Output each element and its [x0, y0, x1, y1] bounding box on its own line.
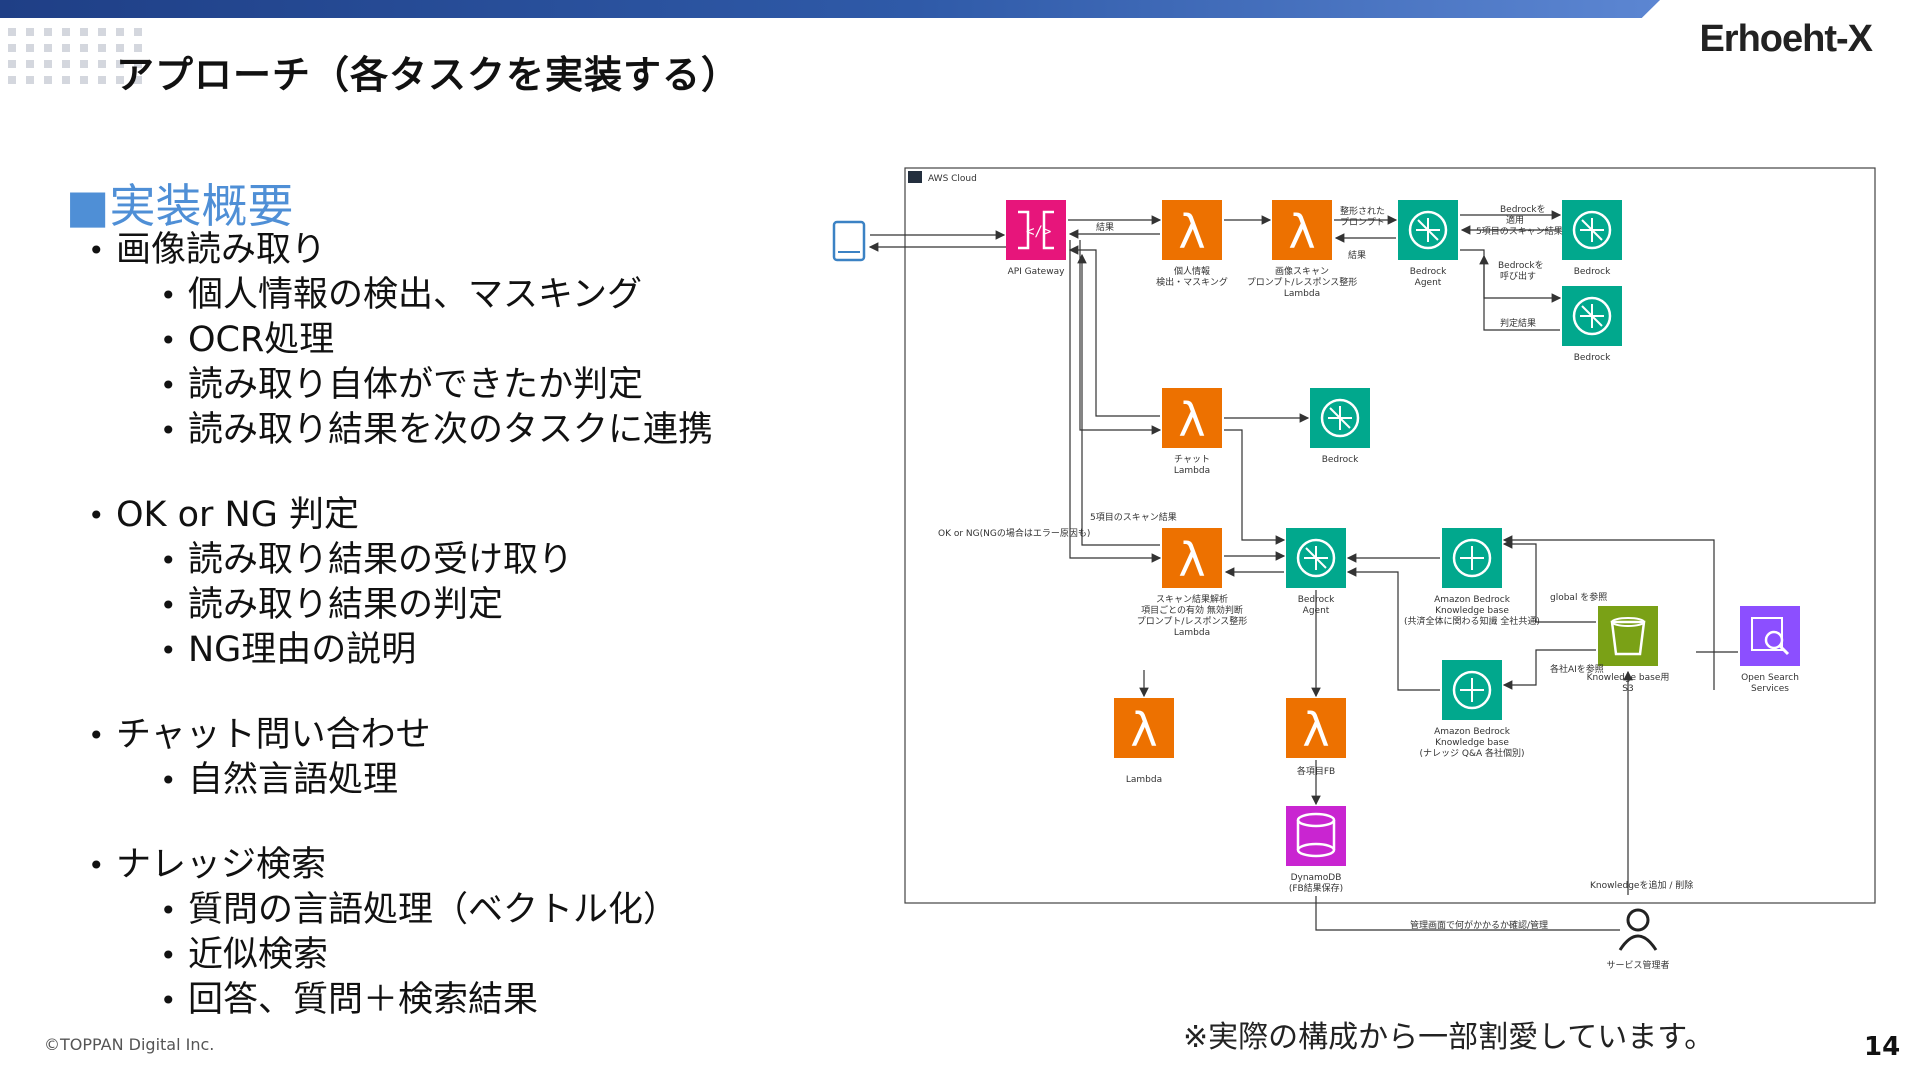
- svg-text:λ: λ: [1178, 393, 1205, 447]
- svg-text:結果: 結果: [1096, 221, 1114, 233]
- aws-cloud-label: AWS Cloud: [928, 174, 977, 184]
- svg-text:λ: λ: [1130, 703, 1157, 757]
- svg-text:(共済全体に関わる知識 全社共通): (共済全体に関わる知識 全社共通): [1404, 615, 1540, 627]
- svg-text:管理画面で何がかかるか確認/管理: 管理画面で何がかかるか確認/管理: [1410, 919, 1548, 931]
- svg-text:判定結果: 判定結果: [1500, 317, 1536, 329]
- aws-cloud-frame: [904, 167, 1876, 904]
- svg-text:Bedrockを: Bedrockを: [1500, 204, 1546, 215]
- sub-bullet: 読み取り結果の受け取り: [88, 538, 713, 583]
- svg-text:Bedrock: Bedrock: [1574, 267, 1611, 277]
- svg-text:λ: λ: [1302, 703, 1329, 757]
- svg-text:Amazon Bedrock: Amazon Bedrock: [1434, 595, 1511, 605]
- svg-text:Bedrock: Bedrock: [1410, 267, 1447, 277]
- brand-logo: Erhoeht-X: [1699, 18, 1873, 60]
- svg-text:項目ごとの有効 無効判断: 項目ごとの有効 無効判断: [1141, 604, 1243, 616]
- svg-text:5項目のスキャン結果: 5項目のスキャン結果: [1090, 511, 1177, 523]
- sub-bullet: OCR処理: [88, 318, 713, 363]
- svg-text:global を参照: global を参照: [1550, 591, 1607, 603]
- svg-text:</>: </>: [1026, 224, 1051, 240]
- lambda-fb-node: λ 各項目FB: [1286, 698, 1346, 777]
- kb-company-node: Amazon Bedrock Knowledge base (ナレッジ Q&A …: [1419, 660, 1525, 759]
- bullet-image-reading: 画像読み取り: [88, 228, 713, 273]
- sub-bullet: 回答、質問＋検索結果: [88, 978, 713, 1023]
- bullet-chat: チャット問い合わせ: [88, 713, 713, 758]
- sub-bullet: 読み取り結果を次のタスクに連携: [88, 408, 713, 453]
- section-heading: ■実装概要: [66, 179, 294, 233]
- svg-text:チャット: チャット: [1174, 454, 1210, 465]
- svg-text:プロンプト/レスポンス整形: プロンプト/レスポンス整形: [1247, 276, 1358, 288]
- svg-text:Lambda: Lambda: [1284, 289, 1320, 299]
- svg-text:検出・マスキング: 検出・マスキング: [1156, 276, 1228, 288]
- svg-text:Lambda: Lambda: [1126, 775, 1162, 785]
- svg-text:DynamoDB: DynamoDB: [1291, 873, 1342, 883]
- svg-text:Services: Services: [1751, 684, 1789, 694]
- svg-text:Knowledgeを追加 / 削除: Knowledgeを追加 / 削除: [1590, 879, 1693, 891]
- opensearch-node: Open Search Services: [1740, 606, 1800, 694]
- bullet-knowledge-search: ナレッジ検索: [88, 843, 713, 888]
- page-number: 14: [1864, 1032, 1901, 1062]
- sub-bullet: 読み取り結果の判定: [88, 583, 713, 628]
- lambda-scan-node: λ 画像スキャン プロンプト/レスポンス整形 Lambda: [1247, 200, 1358, 299]
- sub-bullet: 個人情報の検出、マスキング: [88, 273, 713, 318]
- svg-text:プロンプト: プロンプト: [1340, 217, 1385, 228]
- svg-text:Lambda: Lambda: [1174, 466, 1210, 476]
- bedrock-agent-1-node: Bedrock Agent: [1398, 200, 1458, 288]
- svg-text:λ: λ: [1178, 533, 1205, 587]
- header-bar: [0, 0, 1660, 18]
- svg-text:スキャン結果解析: スキャン結果解析: [1156, 593, 1228, 605]
- diagram-note: ※実際の構成から一部割愛しています。: [1183, 1020, 1715, 1055]
- svg-text:整形された: 整形された: [1340, 205, 1385, 217]
- lambda-pii-node: λ 個人情報 検出・マスキング: [1156, 200, 1228, 288]
- bedrock-2-node: Bedrock: [1562, 286, 1622, 363]
- bedrock-1-node: Bedrock: [1562, 200, 1622, 277]
- aws-icon: [908, 171, 922, 183]
- svg-text:各社AIを参照: 各社AIを参照: [1550, 663, 1604, 675]
- gateway-label: API Gateway: [1008, 267, 1066, 277]
- bullet-okng-judge: OK or NG 判定: [88, 493, 713, 538]
- sub-bullet: 読み取り自体ができたか判定: [88, 363, 713, 408]
- kb-global-node: Amazon Bedrock Knowledge base (共済全体に関わる知…: [1404, 528, 1540, 627]
- tablet-icon: [832, 220, 866, 262]
- svg-text:Bedrock: Bedrock: [1322, 455, 1359, 465]
- svg-text:画像スキャン: 画像スキャン: [1275, 265, 1329, 277]
- svg-text:OK or NG(NGの場合はエラー原因も): OK or NG(NGの場合はエラー原因も): [938, 527, 1090, 539]
- svg-text:呼び出す: 呼び出す: [1500, 270, 1536, 282]
- outline-list: 画像読み取り 個人情報の検出、マスキング OCR処理 読み取り自体ができたか判定…: [88, 228, 713, 1023]
- svg-text:λ: λ: [1178, 205, 1205, 259]
- copyright-text: ©TOPPAN Digital Inc.: [44, 1035, 215, 1054]
- lambda-pii-label: 個人情報: [1174, 265, 1210, 277]
- svg-text:Bedrockを: Bedrockを: [1498, 260, 1544, 271]
- svg-text:適用: 適用: [1506, 214, 1524, 226]
- svg-text:(ナレッジ Q&A 各社個別): (ナレッジ Q&A 各社個別): [1419, 747, 1524, 759]
- slide-title: アプローチ（各タスクを実装する）: [116, 53, 741, 97]
- svg-text:Bedrock: Bedrock: [1574, 353, 1611, 363]
- svg-text:Open Search: Open Search: [1741, 673, 1799, 683]
- svg-text:λ: λ: [1288, 205, 1315, 259]
- sub-bullet: 質問の言語処理（ベクトル化）: [88, 888, 713, 933]
- dynamodb-node: DynamoDB (FB結果保存): [1286, 806, 1346, 894]
- svg-text:プロンプト/レスポンス整形: プロンプト/レスポンス整形: [1137, 615, 1248, 627]
- svg-text:Knowledge base: Knowledge base: [1435, 738, 1509, 748]
- api-gateway-node: </> API Gateway: [1006, 200, 1066, 277]
- lambda-judge-node: λ スキャン結果解析 項目ごとの有効 無効判断 プロンプト/レスポンス整形 La…: [1137, 528, 1248, 638]
- decorative-dots: [8, 28, 144, 84]
- bedrock-3-node: Bedrock: [1310, 388, 1370, 465]
- svg-text:(FB結果保存): (FB結果保存): [1289, 882, 1343, 894]
- lambda-plain-node: λ Lambda: [1114, 698, 1174, 785]
- sub-bullet: NG理由の説明: [88, 628, 713, 673]
- svg-text:Agent: Agent: [1415, 278, 1442, 288]
- sub-bullet: 自然言語処理: [88, 758, 713, 803]
- svg-text:5項目のスキャン結果: 5項目のスキャン結果: [1476, 225, 1563, 237]
- admin-user-icon: サービス管理者: [1606, 908, 1670, 971]
- svg-text:Knowledge base: Knowledge base: [1435, 606, 1509, 616]
- lambda-chat-node: λ チャット Lambda: [1162, 388, 1222, 476]
- svg-text:Lambda: Lambda: [1174, 628, 1210, 638]
- sub-bullet: 近似検索: [88, 933, 713, 978]
- svg-text:結果: 結果: [1348, 249, 1366, 261]
- svg-text:Amazon Bedrock: Amazon Bedrock: [1434, 727, 1511, 737]
- architecture-diagram: AWS Cloud </> API Gateway λ 個人情報 検出・マスキン…: [832, 167, 1876, 971]
- svg-text:サービス管理者: サービス管理者: [1606, 959, 1669, 971]
